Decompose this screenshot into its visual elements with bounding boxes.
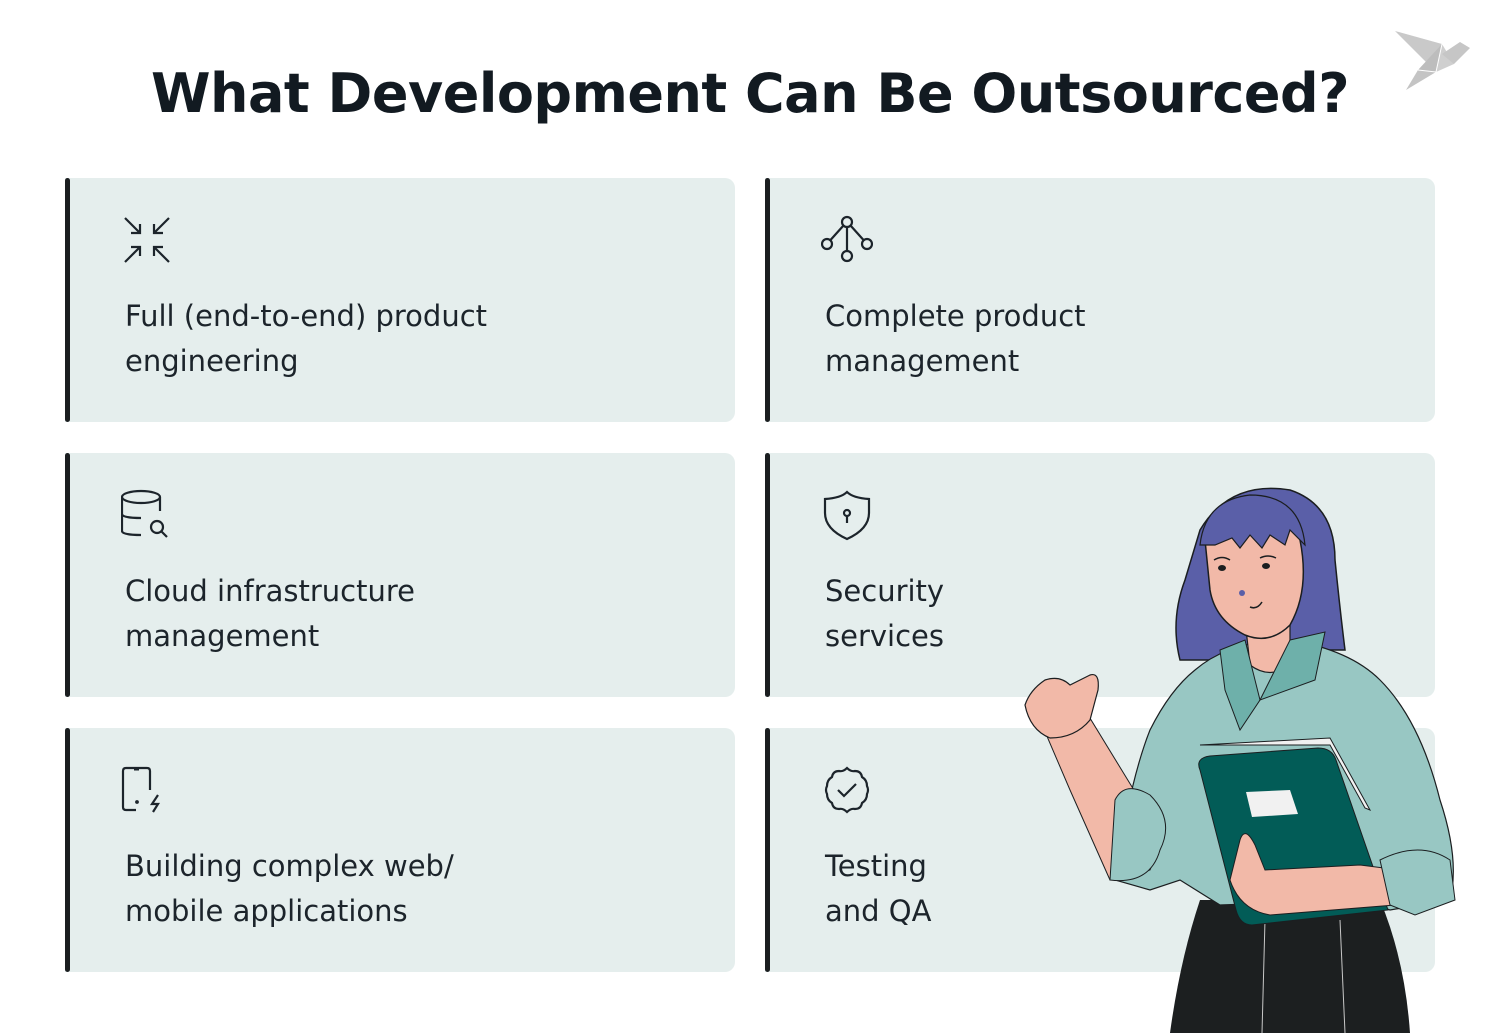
origami-bird-icon (1395, 31, 1470, 90)
card-full-product-engineering: Full (end-to-end) product engineering (65, 178, 735, 422)
card-label: Building complex web/ mobile application… (125, 844, 565, 934)
database-search-icon (121, 489, 168, 538)
label-line: engineering (125, 344, 299, 378)
page-title: What Development Can Be Outsourced? (150, 62, 1350, 125)
badge-check-icon (824, 766, 870, 814)
accent-bar (765, 728, 770, 972)
card-cloud-infrastructure: Cloud infrastructure management (65, 453, 735, 697)
accent-bar (765, 453, 770, 697)
shield-lock-icon (823, 490, 871, 541)
accent-bar (65, 178, 70, 422)
label-line: Cloud infrastructure (125, 574, 415, 608)
card-web-mobile-apps: Building complex web/ mobile application… (65, 728, 735, 972)
label-line: Testing (825, 849, 927, 883)
card-label: Full (end-to-end) product engineering (125, 294, 565, 384)
card-complete-product-management: Complete product management (765, 178, 1435, 422)
label-line: Full (end-to-end) product (125, 299, 488, 333)
collapse-arrows-icon (124, 217, 170, 263)
label-line: and QA (825, 894, 932, 928)
label-line: Complete product (825, 299, 1086, 333)
label-line: management (125, 619, 320, 653)
mobile-charge-icon (121, 766, 160, 813)
card-label: Testing and QA (825, 844, 1265, 934)
label-line: Security (825, 574, 945, 608)
label-line: Building complex web/ (125, 849, 454, 883)
label-line: services (825, 619, 944, 653)
branch-nodes-icon (821, 215, 873, 263)
label-line: management (825, 344, 1020, 378)
person-thumbs-up-illustration (1024, 487, 1456, 1033)
accent-bar (765, 178, 770, 422)
accent-bar (65, 728, 70, 972)
card-label: Security services (825, 569, 1265, 659)
accent-bar (65, 453, 70, 697)
label-line: mobile applications (125, 894, 408, 928)
card-label: Cloud infrastructure management (125, 569, 565, 659)
card-label: Complete product management (825, 294, 1265, 384)
